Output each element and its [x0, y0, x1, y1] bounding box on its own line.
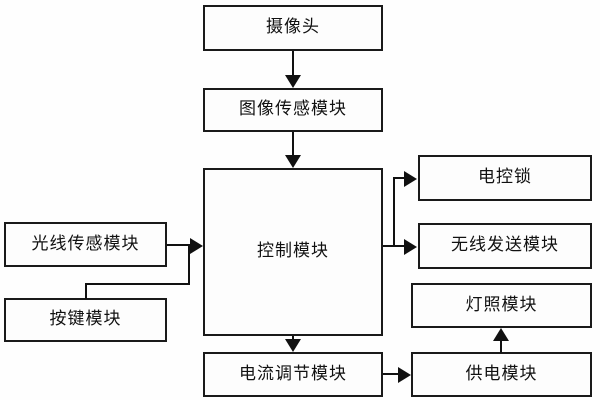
node-current-regulation-module-label: 电流调节模块: [239, 363, 347, 384]
node-lighting-module[interactable]: 灯照模块: [411, 283, 592, 328]
node-power-supply-module[interactable]: 供电模块: [411, 352, 592, 397]
node-image-sensor-module-label: 图像传感模块: [239, 99, 347, 119]
node-current-regulation-module[interactable]: 电流调节模块: [203, 352, 383, 397]
arrowhead-control-to-current-regulation: [285, 339, 301, 352]
edge-current-regulation-to-power: [383, 373, 399, 375]
node-lighting-module-label: 灯照模块: [465, 294, 538, 315]
edge-power-to-lighting: [500, 338, 502, 353]
node-electric-lock-label: 电控锁: [478, 167, 532, 187]
edge-key-to-joint-vertical: [85, 283, 87, 299]
node-electric-lock[interactable]: 电控锁: [418, 155, 592, 201]
node-wireless-transmit-module-label: 无线发送模块: [451, 235, 559, 255]
node-camera[interactable]: 摄像头: [203, 5, 383, 51]
arrowhead-inputs-to-control: [190, 238, 203, 254]
node-key-module-label: 按键模块: [49, 309, 122, 329]
arrowhead-control-to-wireless: [404, 239, 417, 255]
edge-camera-to-image-sensor: [292, 51, 294, 77]
edge-key-to-joint-horizontal: [85, 283, 190, 285]
node-image-sensor-module[interactable]: 图像传感模块: [203, 88, 383, 132]
node-control-module-label: 控制模块: [257, 241, 329, 261]
arrowhead-power-to-lighting: [493, 328, 509, 341]
node-key-module[interactable]: 按键模块: [4, 298, 167, 342]
edge-image-sensor-to-control: [292, 132, 294, 157]
arrowhead-camera-to-image-sensor: [285, 75, 301, 88]
edge-light-sensor-to-control: [167, 244, 190, 246]
arrowhead-control-to-electric-lock: [404, 171, 417, 187]
node-wireless-transmit-module[interactable]: 无线发送模块: [418, 223, 592, 269]
node-control-module[interactable]: 控制模块: [203, 168, 383, 336]
node-light-sensor-module[interactable]: 光线传感模块: [4, 222, 167, 267]
edge-branch-to-wireless: [393, 245, 406, 247]
edge-joint-up-to-control: [188, 244, 190, 285]
edge-right-branch-vertical: [393, 177, 395, 247]
node-light-sensor-module-label: 光线传感模块: [31, 233, 140, 254]
node-camera-label: 摄像头: [266, 17, 320, 37]
node-power-supply-module-label: 供电模块: [465, 363, 538, 384]
arrowhead-image-sensor-to-control: [285, 155, 301, 168]
arrowhead-current-regulation-to-power: [398, 367, 411, 383]
edge-branch-to-electric-lock: [393, 177, 406, 179]
